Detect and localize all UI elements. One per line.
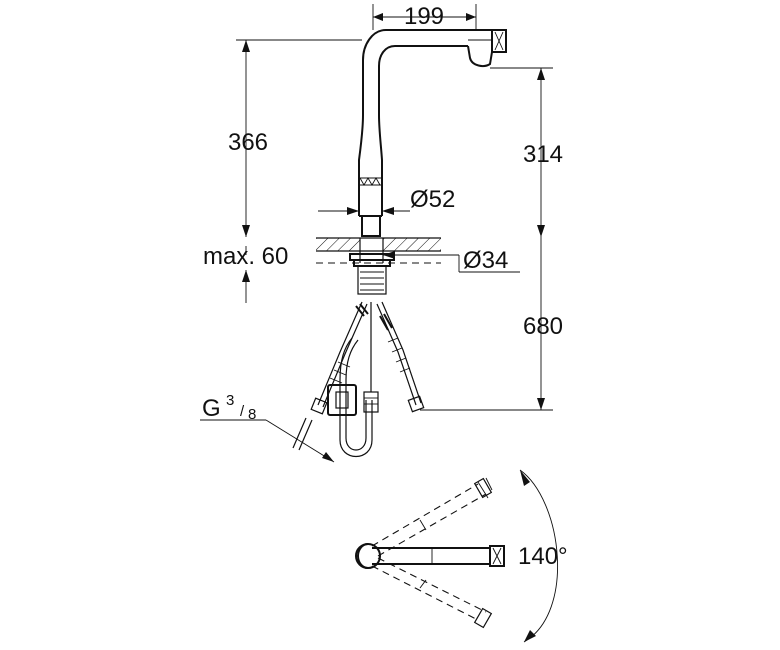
dimension-width-199	[372, 4, 477, 30]
label-swivel-angle: 140°	[518, 543, 568, 570]
countertop-section	[316, 237, 441, 295]
swivel-top-view	[355, 469, 558, 643]
label-connection-numerator: 3	[226, 392, 234, 409]
label-connection-thread: G	[202, 395, 221, 422]
dimension-hole-diameter	[383, 251, 520, 273]
label-max-thickness: max. 60	[203, 243, 288, 270]
dimension-body-diameter	[318, 207, 410, 215]
dimension-max-thickness	[242, 246, 250, 303]
dimension-height-366	[236, 39, 362, 237]
label-hole-diameter: Ø34	[463, 247, 508, 274]
faucet-body	[358, 29, 507, 237]
label-connection-denominator: 8	[248, 406, 256, 423]
label-hose-length: 680	[523, 313, 563, 340]
label-body-diameter: Ø52	[410, 186, 455, 213]
connection-leader	[200, 419, 335, 463]
label-connection-slash: /	[240, 403, 245, 420]
dimension-height-314	[490, 67, 553, 237]
label-width: 199	[404, 3, 444, 30]
label-height-spout: 314	[523, 141, 563, 168]
supply-hoses	[292, 301, 425, 457]
label-height-total: 366	[228, 129, 268, 156]
dimension-hose-680	[420, 237, 553, 411]
